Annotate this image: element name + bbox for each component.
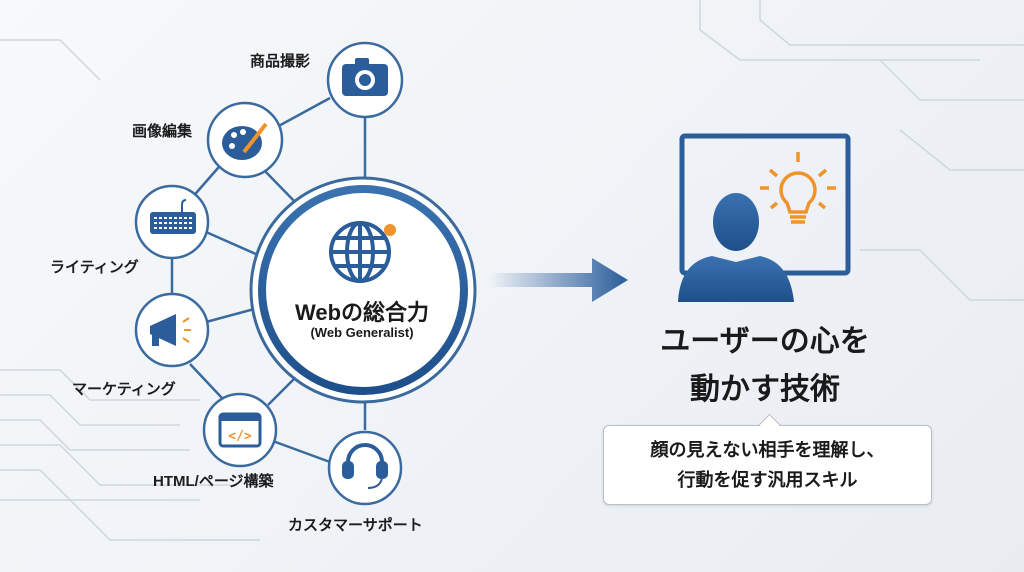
megaphone-icon bbox=[150, 314, 191, 346]
skill-label-writing: ライティング bbox=[50, 259, 139, 276]
skill-label-html: HTML/ページ構築 bbox=[153, 473, 274, 490]
callout-box: 顔の見えない相手を理解し、 行動を促す汎用スキル bbox=[603, 425, 932, 505]
skill-label-customer-support: カスタマーサポート bbox=[288, 517, 423, 534]
callout-line-1: 顔の見えない相手を理解し、 bbox=[650, 440, 885, 460]
skill-label-image-editing: 画像編集 bbox=[132, 123, 193, 140]
callout-line-2: 行動を促す汎用スキル bbox=[677, 470, 858, 490]
connection-lines bbox=[170, 96, 367, 464]
skill-label-marketing: マーケティング bbox=[72, 381, 176, 398]
headline-line-1: ユーザーの心を bbox=[660, 325, 870, 358]
person-silhouette-icon bbox=[678, 193, 794, 302]
center-subtitle: (Web Generalist) bbox=[310, 325, 414, 340]
arrow-icon bbox=[490, 258, 628, 302]
center-node bbox=[249, 176, 477, 404]
keyboard-icon bbox=[150, 199, 196, 234]
headset-icon bbox=[342, 443, 388, 489]
center-title: Webの総合力 bbox=[294, 300, 430, 325]
skill-label-product-photo: 商品撮影 bbox=[250, 53, 311, 70]
camera-icon bbox=[342, 58, 388, 96]
circuit-decoration bbox=[0, 0, 1024, 541]
svg-text:</>: </> bbox=[228, 429, 252, 444]
palette-icon bbox=[222, 122, 268, 160]
lightbulb-icon bbox=[760, 152, 836, 224]
code-window-icon: </> bbox=[218, 412, 262, 448]
headline-line-2: 動かす技術 bbox=[690, 373, 840, 406]
globe-icon bbox=[329, 221, 391, 283]
